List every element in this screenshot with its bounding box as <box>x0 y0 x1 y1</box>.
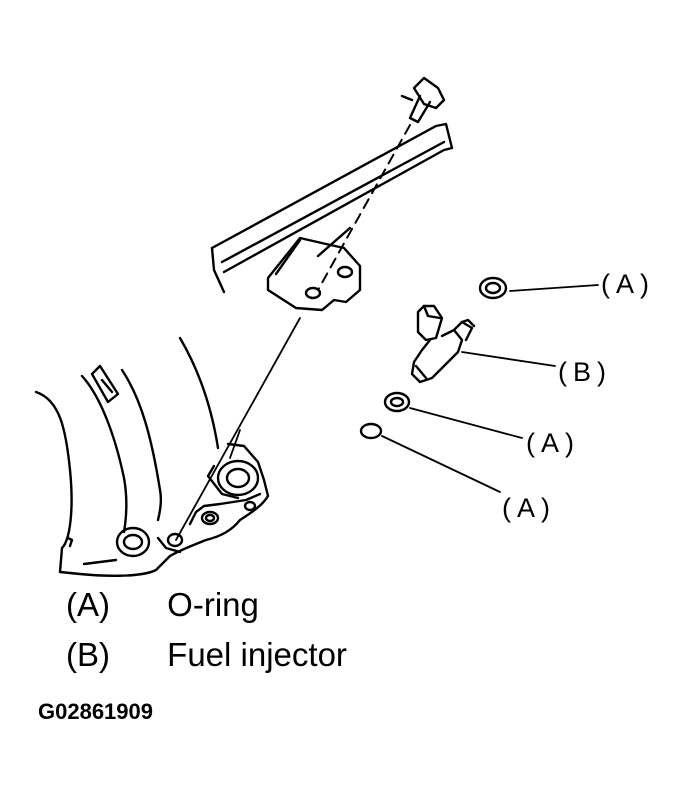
mounting-bolt <box>400 76 446 124</box>
legend-label: Fuel injector <box>167 636 347 673</box>
fuel-injector <box>410 304 556 384</box>
legend-label: O-ring <box>167 586 259 623</box>
callout-b: (B) <box>558 357 612 387</box>
callout-a-bottom: (A) <box>502 493 556 523</box>
o-ring-middle <box>383 391 523 439</box>
bracket-to-manifold-line <box>175 317 301 541</box>
legend-key: (A) <box>66 586 110 623</box>
o-ring-bottom <box>359 422 501 493</box>
bolt-alignment-line <box>317 124 411 291</box>
legend-row-fuel-injector: (B) Fuel injector <box>66 636 347 674</box>
callout-a-middle: (A) <box>526 428 580 458</box>
figure-id: G02861909 <box>38 699 153 724</box>
o-ring-top <box>478 276 599 300</box>
callout-a-top: (A) <box>601 269 655 299</box>
legend-key: (B) <box>66 636 110 673</box>
rail-mounting-bracket <box>266 226 362 312</box>
intake-manifold <box>34 336 270 577</box>
legend-row-o-ring: (A) O-ring <box>66 586 259 624</box>
